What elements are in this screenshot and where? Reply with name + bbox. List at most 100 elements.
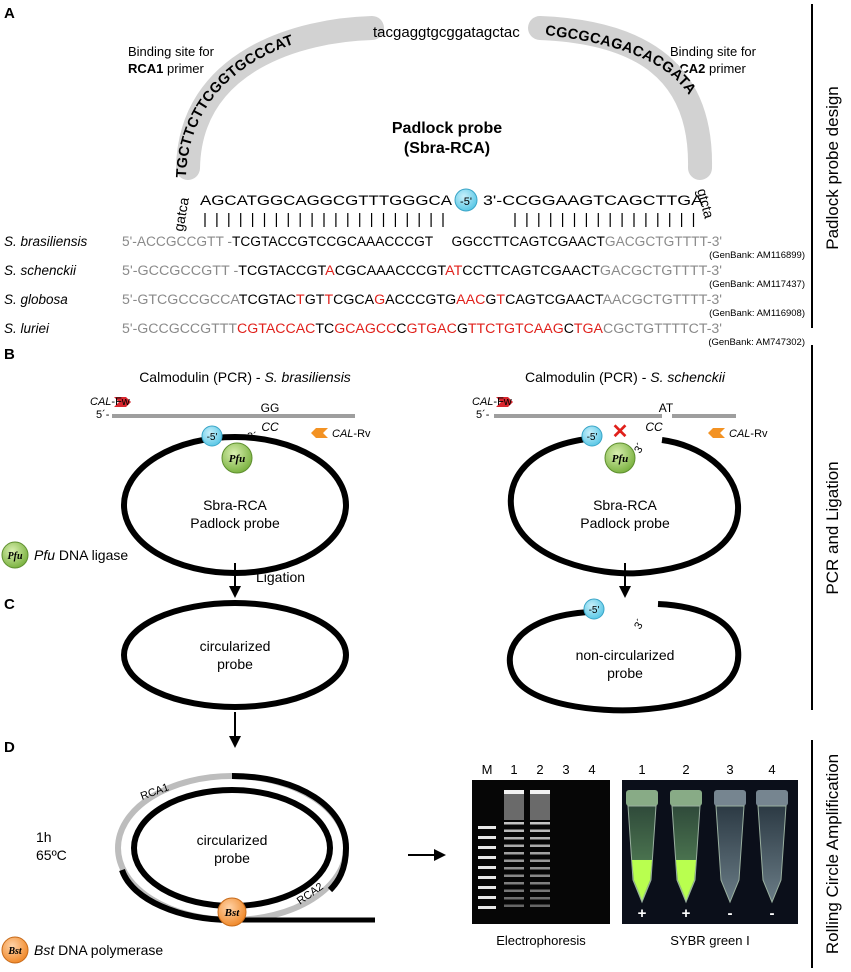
ladder-band [530, 837, 550, 840]
tube-result: - [728, 905, 733, 922]
side-label-design: Padlock probe design [823, 86, 842, 250]
sequence-segment: CCTTCAGTCGAACT [462, 263, 600, 278]
gel-caption: Electrophoresis [496, 933, 586, 948]
probe-title: Padlock probe [392, 120, 502, 137]
sequence-segment: AAC [456, 292, 485, 307]
circle-label-left-1: Sbra-RCA [203, 497, 267, 513]
tube-fluorescence [676, 860, 696, 898]
tube-caption: SYBR green I [670, 933, 750, 948]
cal-fw-primer-right-icon [496, 397, 513, 407]
sequence-segment: TGA [574, 321, 603, 336]
incubation-time: 1h [36, 829, 52, 845]
sequence-segment: TCGTACCGTCCGCAAACCCGT [232, 234, 433, 249]
marker-band [478, 876, 496, 879]
gel-lane-label: 3 [562, 762, 569, 777]
species-name: S. brasiliensis [4, 234, 88, 249]
non-circ-label-1: non-circularized [576, 647, 675, 663]
genbank-accession: (GenBank: AM116908) [709, 308, 805, 319]
pcr-amplicon-right-a [494, 414, 662, 418]
sequence-segment: TC [315, 321, 334, 336]
marker-band [478, 856, 496, 859]
pfu-ligase-right-icon [604, 442, 636, 474]
rca-circle-label-1: circularized [197, 832, 268, 848]
mismatch-icon: ✕ [612, 421, 629, 443]
tube-lane-label: 2 [682, 762, 689, 777]
sequence-segment: AACGCTGTTTT-3' [603, 292, 722, 307]
sequence-segment: TCGTAC [239, 292, 297, 307]
sequence-segment: GTGA [407, 321, 447, 336]
pfu-legend-text: Pfu DNA ligase [34, 547, 128, 563]
ladder-band [504, 829, 524, 832]
sequence-segment: T [296, 292, 305, 307]
sequence-segment: G [485, 292, 496, 307]
circularized-label-1: circularized [200, 638, 271, 654]
ladder-band [504, 904, 524, 907]
arc-top-loop: tacgaggtgcggatagctac [373, 24, 520, 41]
right-top-bases: AT [659, 401, 674, 415]
probe-5prime-marker [454, 188, 478, 212]
to-rca-arrow-head [229, 736, 241, 748]
rca-circle-label-2: probe [214, 850, 250, 866]
sequence-segment: C [564, 321, 574, 336]
pcr-title-left: Calmodulin (PCR) - S. brasiliensis [139, 369, 351, 385]
sequence-segment: GACGCTGTTTT-3' [600, 263, 722, 278]
pcr-amplicon-left [112, 414, 355, 418]
arc-right-lower: gtcta [694, 187, 717, 221]
well-band [530, 790, 550, 794]
probe-5prime-right-label: -5' [587, 432, 598, 443]
bst-legend-text: Bst DNA polymerase [34, 942, 163, 958]
ladder-band [504, 889, 524, 892]
tube-cap [670, 790, 702, 806]
sequence-segment: CAGTCGAACT [505, 292, 603, 307]
panel-label-a: A [4, 5, 15, 22]
genbank-accession: (GenBank: AM747302) [708, 337, 805, 348]
rca1-label: RCA1 [139, 782, 171, 803]
tube-result: - [770, 905, 775, 922]
probe-subtitle: (Sbra-RCA) [404, 140, 490, 157]
sequence-segment: T [324, 292, 333, 307]
circularized-probe-left [121, 600, 349, 710]
ladder-band [504, 867, 524, 870]
non-circ-label-2: probe [607, 665, 643, 681]
sybr-tubes: ++-- [626, 790, 788, 922]
ladder-band [504, 874, 524, 877]
bst-legend-icon [1, 936, 29, 964]
ladder-band [530, 897, 550, 900]
three-prime-left: 3´ [247, 431, 257, 443]
ladder-band [504, 897, 524, 900]
gel-lane-label: 2 [536, 762, 543, 777]
rca2-binding-highlight [528, 16, 713, 180]
sequence-segment: 5'-ACCGCCGTT - [122, 234, 232, 249]
tube-fluorescence [632, 860, 652, 898]
pfu-ligase-right-label: Pfu [612, 453, 629, 465]
sequence-segment: TCGTACCGT [238, 263, 326, 278]
non-circ-3prime: 3´ [632, 617, 647, 631]
sequence-segment: C [447, 321, 457, 336]
ladder-band [530, 859, 550, 862]
ladder-band [530, 867, 550, 870]
genbank-accession: (GenBank: AM117437) [709, 279, 805, 290]
base-pair-ticks [204, 213, 695, 227]
padlock-probe-open-right [507, 435, 742, 577]
pcr-title-right: Calmodulin (PCR) - S. schenckii [525, 369, 726, 385]
ladder-band [504, 852, 524, 855]
marker-band [478, 896, 496, 899]
sequence-segment: ACCCGT [385, 292, 445, 307]
marker-band [478, 866, 496, 869]
species-name: S. schenckii [4, 263, 77, 278]
incubation-temp: 65ºC [36, 847, 67, 863]
tube-cap [714, 790, 746, 806]
cal-fw-label-left: CAL-Fw [90, 396, 130, 408]
sequence-segment: G [445, 292, 456, 307]
marker-band [478, 846, 496, 849]
probe-5prime-left-label: -5' [207, 432, 218, 443]
marker-band [478, 906, 496, 909]
no-ligation-arrow-head [619, 586, 631, 598]
genbank-accession: (GenBank: AM116899) [709, 250, 805, 261]
circle-label-left-2: Padlock probe [190, 515, 280, 531]
tube-result: + [682, 905, 691, 922]
cal-rv-primer-right-icon [708, 428, 725, 438]
arc-left-lower: gatca [170, 196, 192, 233]
